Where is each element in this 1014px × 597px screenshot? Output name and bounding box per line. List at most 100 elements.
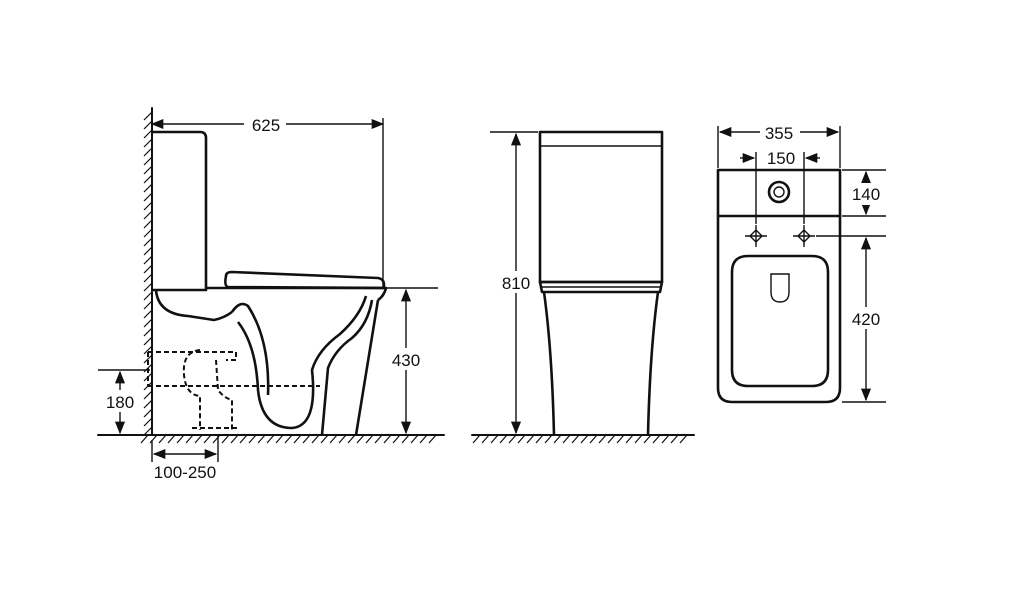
hatch-line (481, 434, 490, 444)
floor-front (471, 434, 695, 444)
hatch-line (266, 434, 275, 444)
dim-overall-height: 810 (490, 131, 538, 435)
hatch-line (149, 434, 158, 444)
hatch-line (143, 129, 153, 139)
hatch-line (143, 390, 153, 400)
hatch-line (311, 434, 320, 444)
hatch-line (679, 434, 688, 444)
hatch-line (185, 434, 194, 444)
hatch-line (257, 434, 266, 444)
hatch-line (143, 237, 153, 247)
hatch-line (143, 345, 153, 355)
hatch-line (526, 434, 535, 444)
hatch-line (221, 434, 230, 444)
dim-outlet-height: 180 (98, 369, 150, 435)
hatch-line (508, 434, 517, 444)
hatch-line (589, 434, 598, 444)
bowl-body-side (154, 289, 380, 436)
hatch-line (143, 156, 153, 166)
hatch-line (535, 434, 544, 444)
trapway-inner (320, 299, 374, 436)
hatch-line (143, 246, 153, 256)
hatch-line (143, 264, 153, 274)
hatch-line (143, 273, 153, 283)
hatch-line (143, 318, 153, 328)
drain-top (770, 273, 790, 303)
hatch-line (329, 434, 338, 444)
hatch-line (625, 434, 634, 444)
hatch-line (598, 434, 607, 444)
hatch-line (356, 434, 365, 444)
dim-seat-height-label: 430 (392, 351, 420, 370)
dim-seat-height: 430 (386, 287, 438, 435)
hatch-line (347, 434, 356, 444)
hatch-line (143, 111, 153, 121)
hatch-line (143, 174, 153, 184)
hatch-line (472, 434, 481, 444)
dim-overall-width: 355 (717, 122, 841, 168)
dim-wall-distance-label: 100-250 (154, 463, 216, 482)
hatch-line (143, 165, 153, 175)
hatch-line (143, 192, 153, 202)
hatch-line (661, 434, 670, 444)
dim-outlet-height-label: 180 (106, 393, 134, 412)
hatch-line (401, 434, 410, 444)
hatch-line (143, 336, 153, 346)
hatch-line (143, 417, 153, 427)
hatch-line (607, 434, 616, 444)
hatch-line (374, 434, 383, 444)
hatch-line (383, 434, 392, 444)
hatch-line (517, 434, 526, 444)
hatch-line (158, 434, 167, 444)
dim-tank-depth: 140 (842, 169, 886, 217)
hatch-line (143, 354, 153, 364)
hatch-line (580, 434, 589, 444)
hatch-line (143, 219, 153, 229)
hatch-line (365, 434, 374, 444)
hatch-line (490, 434, 499, 444)
hatch-line (143, 282, 153, 292)
hatch-line (143, 399, 153, 409)
hatch-line (143, 138, 153, 148)
hatch-line (143, 426, 153, 436)
hatch-line (571, 434, 580, 444)
floor-side (97, 434, 445, 444)
hatch-line (428, 434, 437, 444)
hatch-line (167, 434, 176, 444)
dim-fixing-spacing: 150 (740, 149, 820, 224)
dim-overall-length-label: 625 (252, 116, 280, 135)
fixing-point-right (793, 225, 815, 247)
dim-tank-depth-label: 140 (852, 185, 880, 204)
hatch-line (634, 434, 643, 444)
dim-overall-height-label: 810 (502, 274, 530, 293)
hatch-line (499, 434, 508, 444)
hatch-line (143, 201, 153, 211)
front-view: 810 (471, 130, 695, 444)
dim-overall-length: 625 (150, 114, 385, 288)
hatch-line (203, 434, 212, 444)
hatch-line (652, 434, 661, 444)
pedestal-front (542, 291, 660, 436)
fixing-point-left (745, 225, 767, 247)
hatch-line (562, 434, 571, 444)
seat-band-front (538, 280, 664, 294)
hatch-line (320, 434, 329, 444)
hatch-line (616, 434, 625, 444)
dim-overall-width-label: 355 (765, 124, 793, 143)
hatch-line (143, 210, 153, 220)
cistern-side (152, 130, 208, 292)
hatch-line (143, 147, 153, 157)
hatch-line (302, 434, 311, 444)
wall (143, 107, 153, 436)
dim-bowl-length: 420 (816, 235, 886, 403)
hatch-line (212, 434, 221, 444)
side-view: 625 430 180 100-250 (97, 107, 445, 482)
dim-bowl-length-label: 420 (852, 310, 880, 329)
hatch-line (140, 434, 149, 444)
hatch-line (143, 408, 153, 418)
hatch-line (143, 300, 153, 310)
hatch-line (176, 434, 185, 444)
hatch-line (143, 120, 153, 130)
hatch-line (392, 434, 401, 444)
hatch-line (194, 434, 203, 444)
